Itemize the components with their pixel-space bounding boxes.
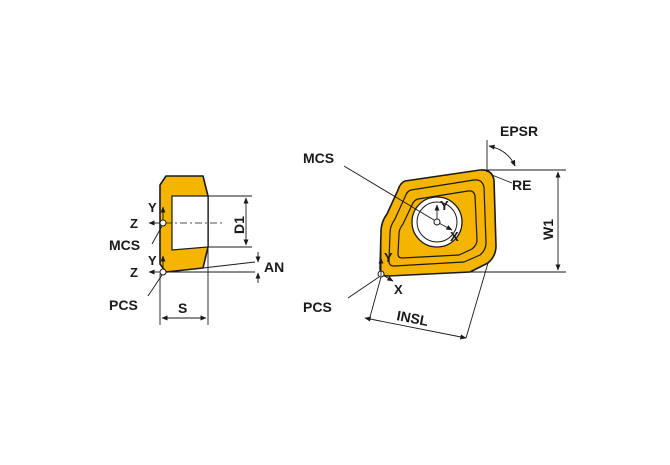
pcs-top-x-label: X: [394, 282, 403, 297]
top-view-inner-edge-2: [397, 190, 478, 259]
mcs-side-origin: [159, 219, 167, 227]
top-view-hole-inner: [416, 201, 458, 243]
an-extension-angled: [202, 261, 256, 269]
insl-extension-right: [465, 262, 489, 339]
pcs-side-z-label: Z: [130, 265, 138, 280]
pcs-top-label: PCS: [303, 299, 332, 315]
w1-label: W1: [540, 219, 556, 240]
mcs-side-label: MCS: [109, 237, 140, 253]
mcs-top-y-label: Y: [440, 198, 449, 213]
epsr-arc: [488, 144, 516, 167]
insl-extension-left: [369, 276, 382, 318]
d1-label: D1: [231, 216, 247, 234]
top-view-inner-edge-1: [388, 179, 487, 267]
insl-label: INSL: [395, 307, 430, 329]
mcs-side-z-label: Z: [130, 216, 138, 231]
mcs-top-label: MCS: [303, 150, 334, 166]
s-label: S: [178, 300, 187, 316]
pcs-side-label: PCS: [109, 297, 138, 313]
side-view: D1 AN S Y Z MCS Y Z PCS: [109, 175, 284, 325]
insl-dimension-line: [364, 316, 467, 340]
pcs-side-origin: [159, 268, 167, 276]
pcs-side-leader: [147, 274, 163, 297]
re-leader: [491, 174, 513, 184]
top-view: Y X MCS Y X PCS INSL W1 RE EPSR: [303, 123, 566, 340]
an-label: AN: [264, 259, 284, 275]
mcs-top-x-label: X: [450, 229, 459, 244]
mcs-top-origin: [433, 218, 441, 226]
pcs-side-y-label: Y: [148, 253, 157, 268]
pcs-top-leader: [347, 276, 380, 299]
mcs-top-leader: [343, 165, 435, 221]
mcs-side-y-label: Y: [148, 200, 157, 215]
pcs-top-y-label: Y: [384, 250, 393, 265]
mcs-side-leader: [151, 225, 163, 245]
epsr-label: EPSR: [500, 123, 538, 139]
re-label: RE: [512, 177, 531, 193]
